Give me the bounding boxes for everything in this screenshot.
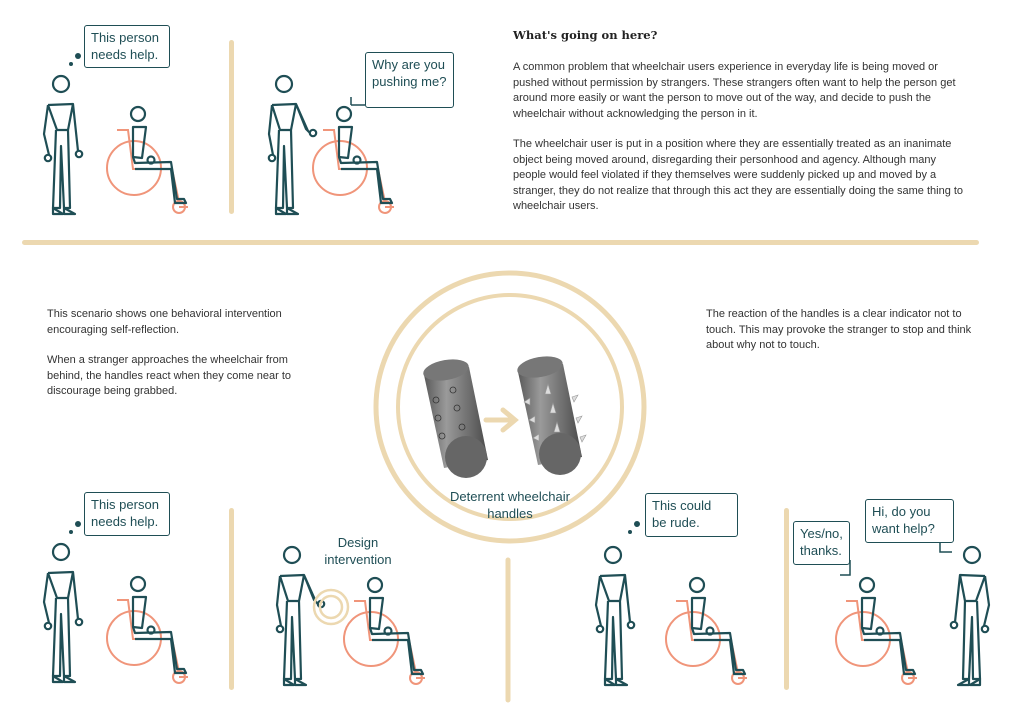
bottom-panel3-stranger — [594, 545, 636, 687]
top-panel2-pusher — [267, 74, 318, 216]
bubble-tails — [840, 542, 952, 576]
explanation-text: A common problem that wheelchair users e… — [513, 60, 968, 230]
top-panel1-wheelchair-user — [105, 105, 190, 215]
top-panel2-wheelchair-user — [311, 105, 396, 215]
speech-bubble: Hi, do you want help? — [865, 499, 954, 543]
thought-dots-icon — [69, 521, 81, 534]
panel-divider — [784, 508, 789, 690]
thought-dots-icon — [69, 53, 81, 66]
explanation-title: What's going on here? — [513, 28, 658, 42]
intervention-field-icon — [312, 588, 350, 626]
speech-bubble: This could be rude. — [645, 493, 738, 537]
handles-focus-circle — [373, 270, 647, 703]
bottom-panel2-wheelchair-user — [342, 576, 427, 686]
scenario-text: This scenario shows one behavioral inter… — [47, 307, 322, 415]
scenario-paragraph: When a stranger approaches the wheelchai… — [47, 354, 291, 397]
handle-smooth-icon — [423, 359, 488, 478]
scenario-paragraph: This scenario shows one behavioral inter… — [47, 308, 282, 336]
explanation-paragraph: The wheelchair user is put in a position… — [513, 138, 964, 212]
speech-bubble: This person needs help. — [84, 25, 170, 68]
explanation-paragraph: A common problem that wheelchair users e… — [513, 61, 956, 120]
thought-dots-icon — [628, 521, 640, 534]
panel-divider — [229, 508, 234, 690]
section-divider — [22, 240, 979, 245]
design-intervention-label: Design intervention — [324, 535, 392, 567]
speech-bubble: Why are you pushing me? — [365, 52, 454, 108]
panel-divider — [229, 40, 234, 214]
top-panel1-stranger — [42, 74, 84, 216]
handle-spiked-icon — [517, 356, 587, 475]
arrow-right-icon — [483, 407, 519, 433]
speech-bubble: This person needs help. — [84, 492, 170, 536]
bottom-panel3-wheelchair-user — [664, 576, 749, 686]
bottom-panel1-wheelchair-user — [105, 575, 190, 685]
handles-caption: Deterrent wheelchair handles — [450, 489, 570, 521]
speech-bubble: Yes/no, thanks. — [793, 521, 850, 565]
bottom-panel4-stranger — [949, 545, 991, 687]
bottom-panel1-stranger — [42, 542, 84, 684]
reaction-text: The reaction of the handles is a clear i… — [706, 308, 972, 351]
bottom-panel4-wheelchair-user — [834, 576, 919, 686]
